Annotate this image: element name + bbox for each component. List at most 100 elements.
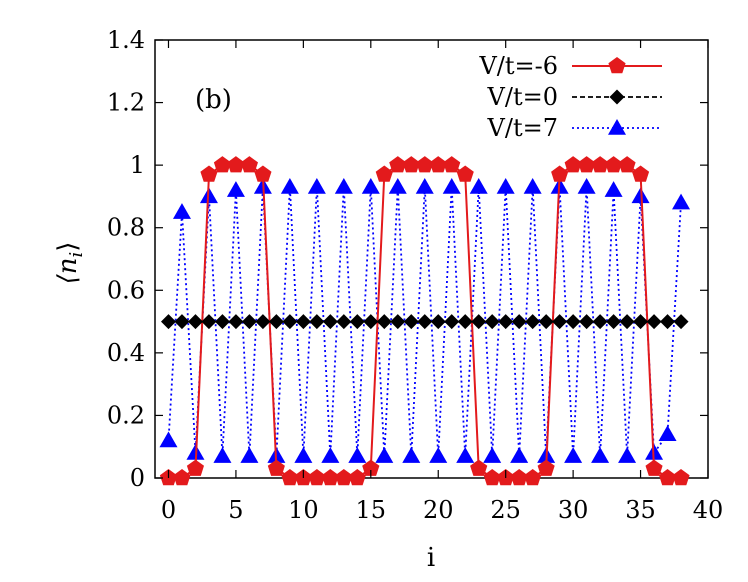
y-tick-label: 0.2 xyxy=(107,401,145,429)
data-point xyxy=(498,314,514,330)
y-tick-label: 0.8 xyxy=(107,214,145,242)
data-point xyxy=(416,156,434,173)
series-layer xyxy=(159,156,691,486)
x-tick-label: 35 xyxy=(625,496,656,524)
data-point xyxy=(645,459,663,476)
data-point xyxy=(227,156,245,173)
data-point xyxy=(565,314,581,330)
data-point xyxy=(456,165,474,182)
data-point xyxy=(294,447,313,463)
y-tick-label: 1 xyxy=(130,151,145,179)
data-point xyxy=(309,314,325,330)
legend-label: V/t=7 xyxy=(487,114,558,142)
data-point xyxy=(295,314,311,330)
x-tick-label: 15 xyxy=(356,496,387,524)
data-point xyxy=(577,178,596,194)
data-point xyxy=(429,447,448,463)
series-2 xyxy=(159,178,691,463)
data-point xyxy=(672,193,691,210)
data-point xyxy=(240,447,259,463)
data-point xyxy=(442,178,461,194)
data-point xyxy=(281,469,299,486)
data-point xyxy=(254,165,272,182)
data-point xyxy=(483,447,502,463)
series-line xyxy=(167,186,682,457)
data-point xyxy=(226,181,245,197)
data-point xyxy=(334,178,353,194)
data-point xyxy=(363,314,379,330)
data-point xyxy=(361,178,380,194)
data-point xyxy=(618,447,637,463)
data-point xyxy=(280,178,299,194)
data-point xyxy=(240,156,258,173)
data-point xyxy=(375,165,393,182)
data-point xyxy=(214,314,230,330)
data-point xyxy=(255,314,271,330)
data-point xyxy=(604,181,623,197)
data-point xyxy=(496,178,515,194)
data-point xyxy=(659,469,677,486)
data-point xyxy=(646,314,662,330)
x-tick-label: 20 xyxy=(423,496,454,524)
data-point xyxy=(307,178,326,194)
data-point xyxy=(173,469,191,486)
y-axis-label: ⟨ni⟩ xyxy=(53,242,87,285)
data-point xyxy=(174,314,190,330)
data-point xyxy=(619,314,635,330)
y-tick-label: 1.2 xyxy=(107,89,145,117)
data-point xyxy=(591,156,609,173)
legend-marker xyxy=(608,57,626,74)
data-point xyxy=(228,314,244,330)
data-point xyxy=(403,314,419,330)
data-point xyxy=(457,314,473,330)
y-tick-label: 0.4 xyxy=(107,339,145,367)
data-point xyxy=(321,469,339,486)
data-point xyxy=(388,178,407,194)
legend-marker xyxy=(608,119,626,135)
data-point xyxy=(336,314,352,330)
x-tick-label: 5 xyxy=(228,496,243,524)
data-point xyxy=(673,314,689,330)
data-point xyxy=(606,314,622,330)
data-point xyxy=(390,314,406,330)
legend: V/t=-6V/t=0V/t=7 xyxy=(478,52,662,142)
data-point xyxy=(172,203,191,219)
x-tick-label: 10 xyxy=(288,496,319,524)
data-point xyxy=(510,447,529,463)
data-point xyxy=(213,447,232,463)
data-point xyxy=(444,314,460,330)
data-point xyxy=(443,156,461,173)
data-point xyxy=(348,469,366,486)
data-point xyxy=(551,165,569,182)
data-point xyxy=(268,314,284,330)
data-point xyxy=(376,314,392,330)
data-point xyxy=(591,447,610,463)
y-tick-label: 0.6 xyxy=(107,276,145,304)
data-point xyxy=(429,156,447,173)
series-0 xyxy=(159,156,690,486)
data-point xyxy=(267,459,285,476)
data-point xyxy=(470,459,488,476)
data-point xyxy=(483,469,501,486)
x-tick-label: 25 xyxy=(490,496,521,524)
data-point xyxy=(579,314,595,330)
data-point xyxy=(564,447,583,463)
data-point xyxy=(375,447,394,463)
data-point xyxy=(538,314,554,330)
data-point xyxy=(362,459,380,476)
data-point xyxy=(552,314,568,330)
data-point xyxy=(335,469,353,486)
data-point xyxy=(618,156,636,173)
data-point xyxy=(415,178,434,194)
data-point xyxy=(348,447,367,463)
x-axis-label: i xyxy=(427,543,435,573)
panel-annotation: (b) xyxy=(195,85,232,115)
data-point xyxy=(187,314,203,330)
legend-label: V/t=0 xyxy=(487,83,558,111)
data-point xyxy=(241,314,257,330)
data-point xyxy=(537,459,555,476)
plot-frame xyxy=(154,39,709,479)
y-tick-label: 0 xyxy=(130,464,145,492)
data-point xyxy=(417,314,433,330)
data-point xyxy=(658,425,677,441)
